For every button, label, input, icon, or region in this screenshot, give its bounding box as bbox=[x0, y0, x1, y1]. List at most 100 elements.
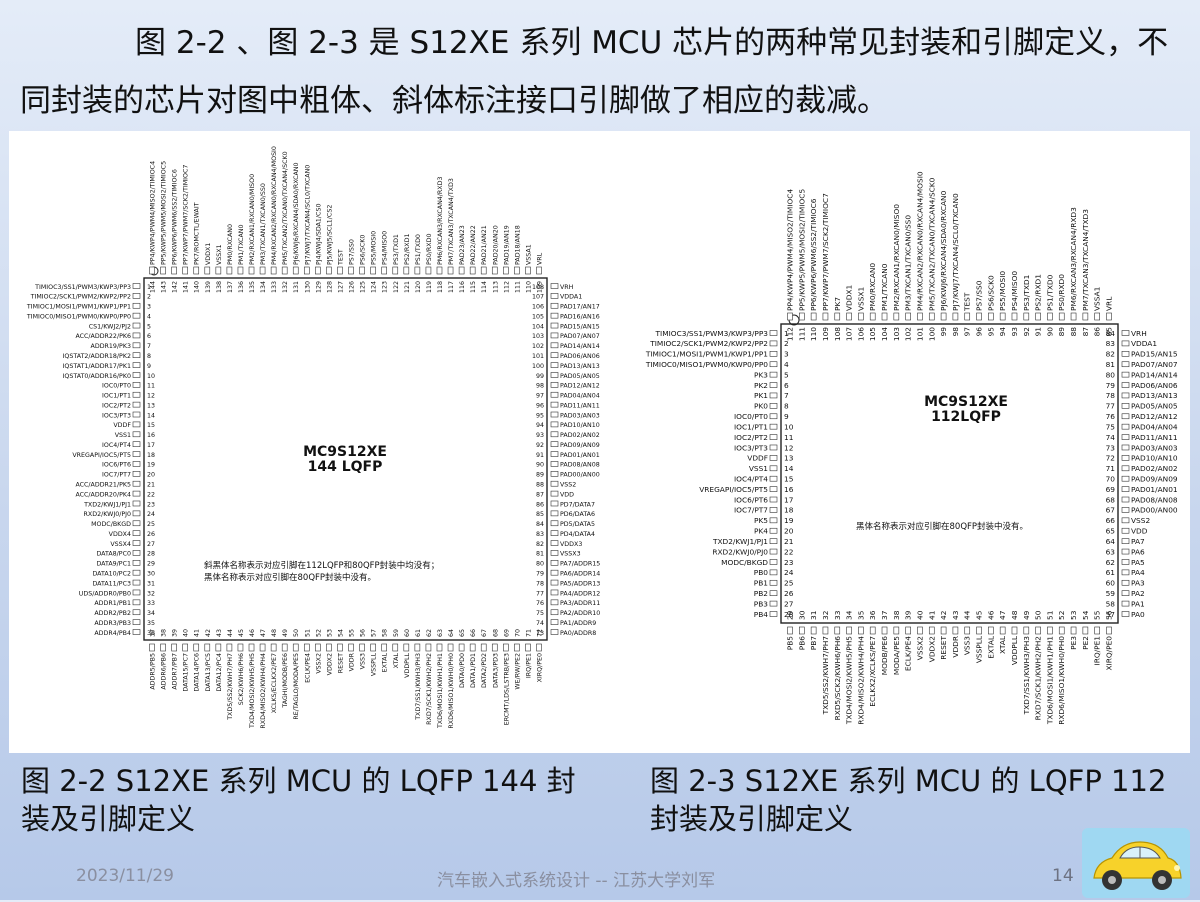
pin-stub bbox=[1070, 312, 1077, 321]
pin-label: PS5/MOSI0 bbox=[371, 231, 378, 265]
pin-stub bbox=[550, 342, 559, 349]
pin-number: 119 bbox=[426, 281, 433, 293]
pin-number: 60 bbox=[1106, 579, 1116, 588]
pin-stub bbox=[132, 589, 141, 596]
pin-number: 100 bbox=[927, 327, 936, 341]
pin-number: 17 bbox=[784, 495, 794, 504]
pin-number: 73 bbox=[1106, 443, 1116, 452]
pin-label: PM6/RXCAN3/RXCAN4/RXD3 bbox=[1069, 207, 1078, 311]
pin-label: PA0/ADDR8 bbox=[560, 630, 596, 637]
pin-stub bbox=[550, 471, 559, 477]
pin-number: 43 bbox=[216, 629, 223, 637]
pin-number: 9 bbox=[784, 412, 789, 421]
pin-stub bbox=[769, 517, 778, 524]
pin-stub bbox=[132, 322, 141, 329]
pin-stub bbox=[132, 471, 141, 477]
pin-label: TXD4/MOSI2/KWH5/PH5 bbox=[845, 636, 854, 725]
pin-label: PM2/RXCAN1/RXCAN0/MISO0 bbox=[249, 174, 256, 265]
pin-label: VSSA1 bbox=[1093, 286, 1102, 311]
pin-label: PD6/DATA6 bbox=[560, 511, 595, 518]
pin-number: 129 bbox=[315, 281, 322, 293]
pin-label: PS6/SCK0 bbox=[360, 235, 367, 265]
pin-stub bbox=[132, 431, 141, 438]
pin-label: TEST bbox=[963, 292, 972, 312]
pin-number: 86 bbox=[536, 501, 544, 508]
pin-label: PAD09/AN09 bbox=[1131, 475, 1178, 484]
chip-144-part-label: MC9S12XE bbox=[303, 444, 387, 460]
pin-number: 25 bbox=[784, 579, 794, 588]
pin-label: TAGHI/MODB/PE6 bbox=[282, 653, 289, 709]
pin-number: 76 bbox=[536, 600, 544, 607]
pin-number: 111 bbox=[514, 281, 521, 293]
pin-number: 8 bbox=[784, 402, 789, 411]
pin-stub bbox=[326, 266, 332, 275]
pin-stub bbox=[436, 643, 443, 652]
pin-stub bbox=[326, 643, 332, 652]
pin-number: 97 bbox=[536, 393, 544, 400]
pin-number: 58 bbox=[382, 629, 389, 637]
chip-112-diagram: MC9S12XE 112LQFP 黑体名称表示对应引脚在80QFP封装中没有。 … bbox=[645, 171, 1178, 725]
pin-label: TIMIOC0/MISO1/PWM0/KWP0/PP0 bbox=[26, 313, 131, 320]
pin-stub bbox=[550, 510, 559, 517]
pin-stub bbox=[215, 266, 222, 275]
pin-stub bbox=[550, 411, 559, 418]
pin-stub bbox=[193, 266, 200, 275]
pin-stub bbox=[270, 643, 277, 652]
pin-stub bbox=[447, 643, 454, 652]
pin-number: 93 bbox=[1010, 327, 1019, 337]
pin-stub bbox=[550, 431, 559, 438]
pin-number: 5 bbox=[784, 370, 789, 379]
pin-stub bbox=[769, 465, 778, 472]
pin-number: 49 bbox=[1022, 610, 1031, 620]
pin-number: 70 bbox=[1106, 475, 1116, 484]
pin-label: TIMIOC3/SS1/PWM3/KWP3/PP3 bbox=[655, 329, 769, 338]
pin-number: 6 bbox=[147, 333, 151, 340]
pin-stub bbox=[769, 475, 778, 482]
pin-stub bbox=[893, 312, 900, 321]
pin-stub bbox=[132, 451, 141, 457]
pin-number: 78 bbox=[536, 580, 544, 587]
pin-stub bbox=[514, 266, 520, 275]
pin-label: PB2 bbox=[754, 589, 768, 598]
pin-stub bbox=[171, 266, 177, 275]
pin-number: 52 bbox=[1057, 611, 1066, 620]
pin-stub bbox=[769, 382, 778, 388]
pin-number: 42 bbox=[205, 629, 212, 637]
pin-stub bbox=[1121, 455, 1130, 461]
pin-label: PA3/ADDR11 bbox=[560, 600, 600, 607]
pin-label: ADDR6/PB6 bbox=[161, 653, 168, 690]
pin-stub bbox=[550, 490, 559, 497]
pin-number: 98 bbox=[951, 327, 960, 337]
pin-label: VRL bbox=[537, 252, 544, 265]
pin-stub bbox=[337, 266, 343, 275]
pin-number: 67 bbox=[481, 629, 488, 637]
pin-label: VDDX3 bbox=[560, 541, 582, 548]
pin-stub bbox=[550, 599, 559, 606]
pin-label: RE/TAGLO/MODA/PE5 bbox=[293, 653, 300, 720]
pin-stub bbox=[1047, 312, 1053, 321]
yellow-car-icon bbox=[1082, 828, 1190, 898]
pin-number: 89 bbox=[1057, 327, 1066, 337]
pin-label: PAD16/AN16 bbox=[560, 313, 600, 320]
pin-number: 93 bbox=[536, 432, 544, 439]
pin-number: 115 bbox=[470, 281, 477, 293]
pin-label: PAD18/AN18 bbox=[514, 225, 521, 265]
pin-number: 144 bbox=[150, 281, 157, 293]
pin-label: PK7 bbox=[833, 297, 842, 311]
pin-number: 79 bbox=[536, 570, 544, 577]
pin-label: PK4 bbox=[754, 527, 768, 536]
pin-stub bbox=[1121, 465, 1130, 472]
pin-stub bbox=[1121, 330, 1130, 336]
pin-label: ACC/ADDR22/PK6 bbox=[75, 333, 131, 340]
pin-number: 80 bbox=[536, 561, 544, 568]
pin-stub bbox=[869, 626, 876, 635]
pin-stub bbox=[525, 266, 531, 275]
chip-112-package-label: 112LQFP bbox=[931, 409, 1001, 425]
pin-stub bbox=[215, 643, 222, 652]
pin-stub bbox=[226, 266, 233, 275]
pin-stub bbox=[550, 332, 559, 339]
pin-number: 89 bbox=[536, 472, 544, 479]
pin-label: PA6 bbox=[1131, 547, 1145, 556]
pin-number: 44 bbox=[963, 610, 972, 620]
